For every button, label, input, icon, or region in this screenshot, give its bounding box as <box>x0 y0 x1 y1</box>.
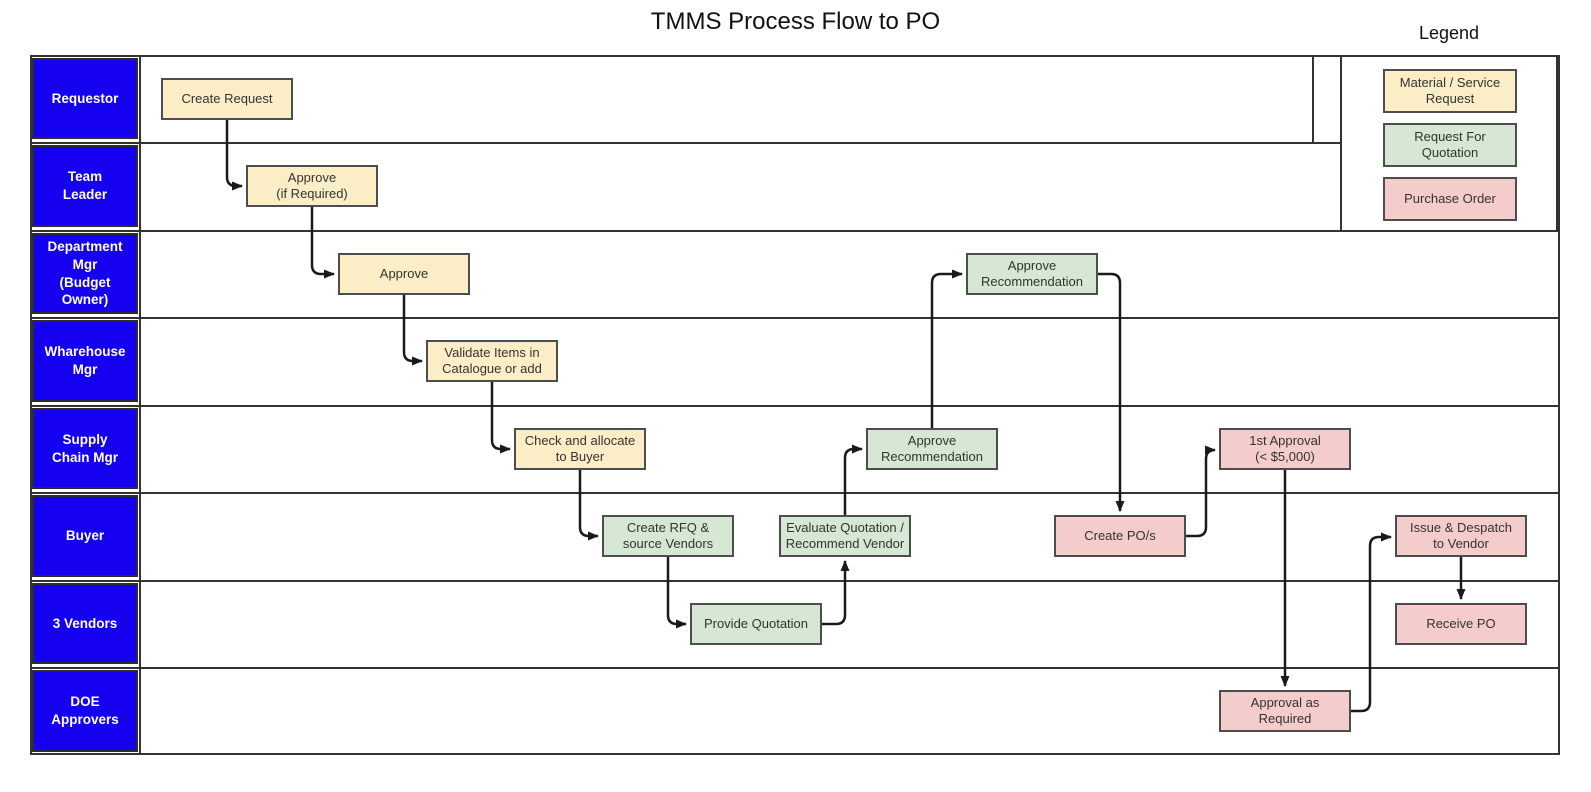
node-approval-as-required: Approval as Required <box>1219 690 1351 732</box>
node-approve: Approve <box>338 253 470 295</box>
legend-box: Material / Service Request Request For Q… <box>1340 55 1558 232</box>
lane-divider <box>30 667 1560 669</box>
lane-header-wharehouse-mgr: Wharehouse Mgr <box>32 320 138 402</box>
lane-header-team-leader: Team Leader <box>32 145 138 227</box>
node-create-pos: Create PO/s <box>1054 515 1186 557</box>
lane-header-supply-chain-mgr: Supply Chain Mgr <box>32 408 138 489</box>
lane-header-requestor: Requestor <box>32 58 138 139</box>
node-evaluate-quotation: Evaluate Quotation / Recommend Vendor <box>779 515 911 557</box>
lane-divider <box>30 317 1560 319</box>
lane-divider <box>30 142 1560 144</box>
lane-divider <box>30 580 1560 582</box>
node-first-approval: 1st Approval (< $5,000) <box>1219 428 1351 470</box>
node-check-and-allocate: Check and allocate to Buyer <box>514 428 646 470</box>
node-create-request: Create Request <box>161 78 293 120</box>
lane-divider <box>30 492 1560 494</box>
lane-header-doe-approvers: DOE Approvers <box>32 670 138 752</box>
node-approve-if-required: Approve (if Required) <box>246 165 378 207</box>
legend-item-request-for-quotation: Request For Quotation <box>1383 123 1517 167</box>
node-approve-recommendation-dept: Approve Recommendation <box>966 253 1098 295</box>
requestor-lane-edge-stub <box>1312 55 1314 142</box>
lane-header-3-vendors: 3 Vendors <box>32 583 138 664</box>
node-provide-quotation: Provide Quotation <box>690 603 822 645</box>
page-title: TMMS Process Flow to PO <box>650 8 941 35</box>
lane-divider <box>30 405 1560 407</box>
node-create-rfq: Create RFQ & source Vendors <box>602 515 734 557</box>
legend-item-material-service-request: Material / Service Request <box>1383 69 1517 113</box>
node-issue-and-despatch: Issue & Despatch to Vendor <box>1395 515 1527 557</box>
lane-divider <box>30 230 1560 232</box>
lane-header-department-mgr: Department Mgr (Budget Owner) <box>32 233 138 314</box>
lane-header-buyer: Buyer <box>32 495 138 577</box>
node-validate-items: Validate Items in Catalogue or add <box>426 340 558 382</box>
legend-title: Legend <box>1418 23 1480 43</box>
legend-item-purchase-order: Purchase Order <box>1383 177 1517 221</box>
node-approve-recommendation-scm: Approve Recommendation <box>866 428 998 470</box>
node-receive-po: Receive PO <box>1395 603 1527 645</box>
